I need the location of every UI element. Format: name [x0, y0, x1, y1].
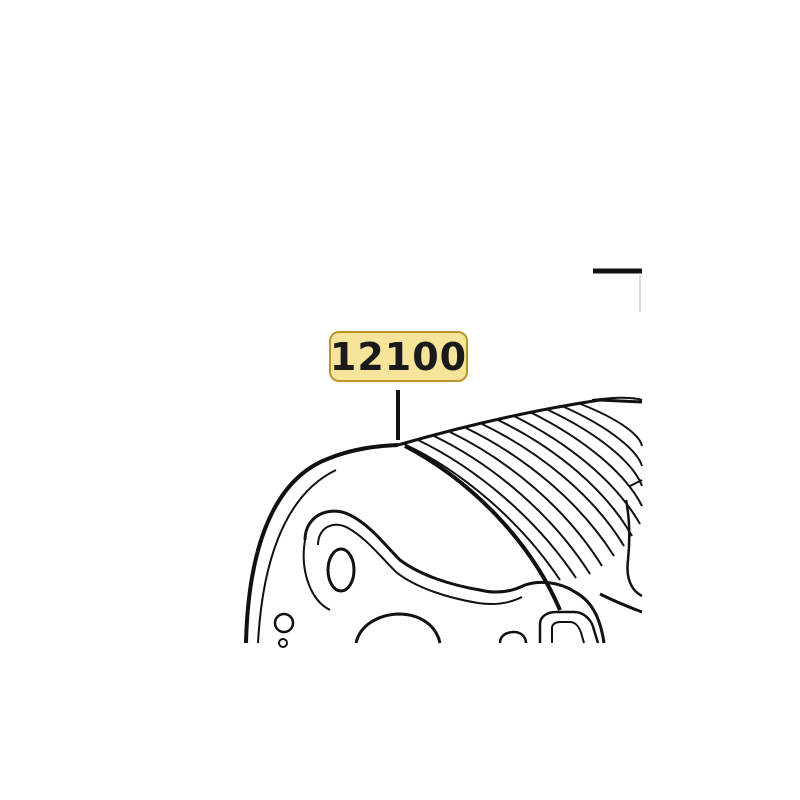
- port-opening: [354, 612, 442, 644]
- body-right-edge: [624, 499, 643, 598]
- part-number-callout[interactable]: 12100: [329, 331, 468, 382]
- fin-top-cap: [591, 396, 643, 401]
- part-inner-rim: [257, 469, 337, 644]
- bracket-outline: [538, 610, 600, 644]
- cooling-fins: [403, 402, 643, 581]
- small-hole: [273, 612, 295, 634]
- small-hole-lower: [278, 638, 288, 648]
- flange-outline: [303, 509, 606, 644]
- bolt-hole: [326, 547, 356, 593]
- boss-outline: [498, 630, 528, 644]
- body-right-tick: [629, 479, 643, 487]
- flange-lower-edge: [302, 539, 331, 611]
- bracket-inner-outline: [551, 621, 585, 644]
- body-right-contour: [599, 592, 643, 614]
- flange-inner-outline: [317, 523, 523, 606]
- part-outer-outline: [244, 443, 399, 644]
- fin-top-edge: [397, 398, 643, 447]
- fin-front-edge: [404, 444, 562, 611]
